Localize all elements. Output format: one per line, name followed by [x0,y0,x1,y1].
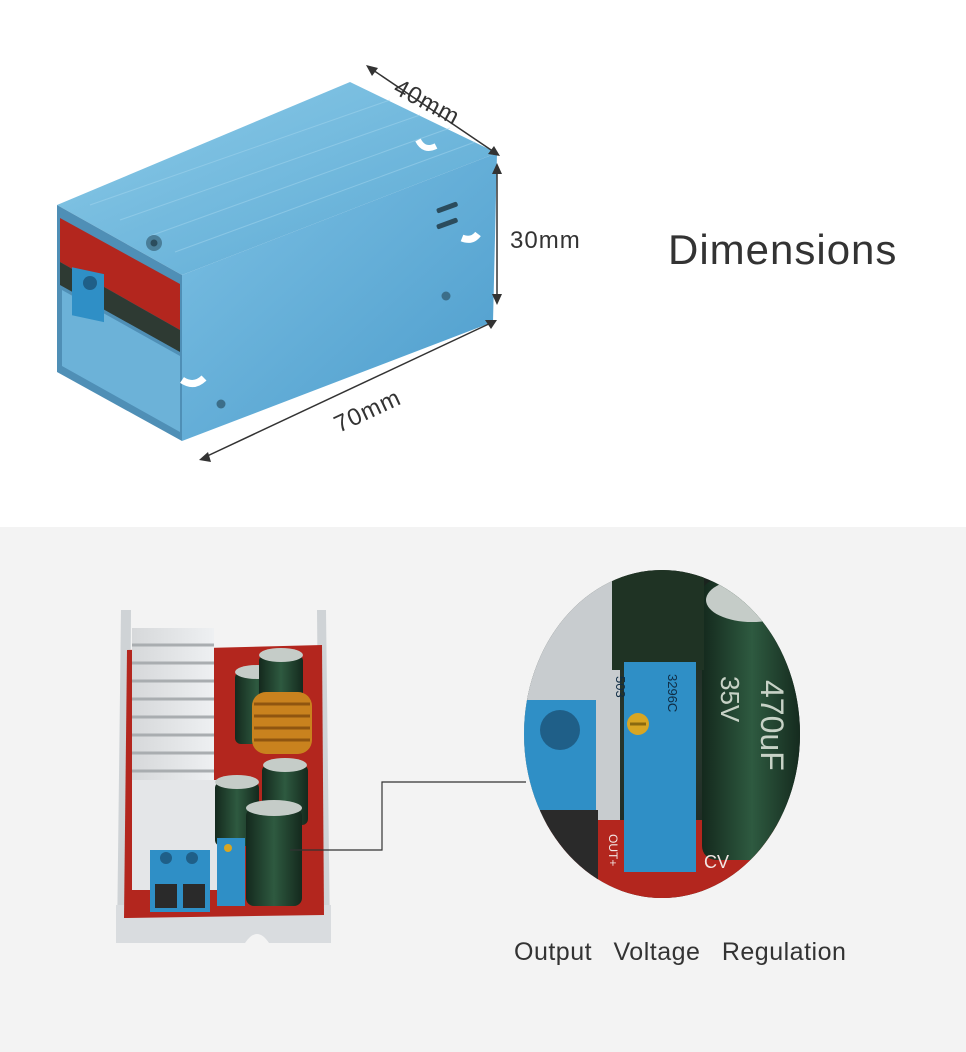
height-label: 30mm [510,227,581,254]
zoom-lens-image [524,570,800,898]
trimmer-model: 3296C [665,674,680,713]
capacitor-voltage: 35V [715,676,745,723]
module-housing-image [57,82,497,441]
terminal-marking: OUT+ [606,834,620,867]
trimmer-code: 503 [613,676,628,698]
open-board-image [116,610,331,943]
callout-line [290,781,526,851]
regulation-caption: Output Voltage Regulation [514,938,847,966]
dimension-lines [199,65,502,462]
capacitor-marking: 470uF [754,680,790,771]
board-marking: CV [704,852,730,872]
dimensions-heading: Dimensions [668,226,898,273]
